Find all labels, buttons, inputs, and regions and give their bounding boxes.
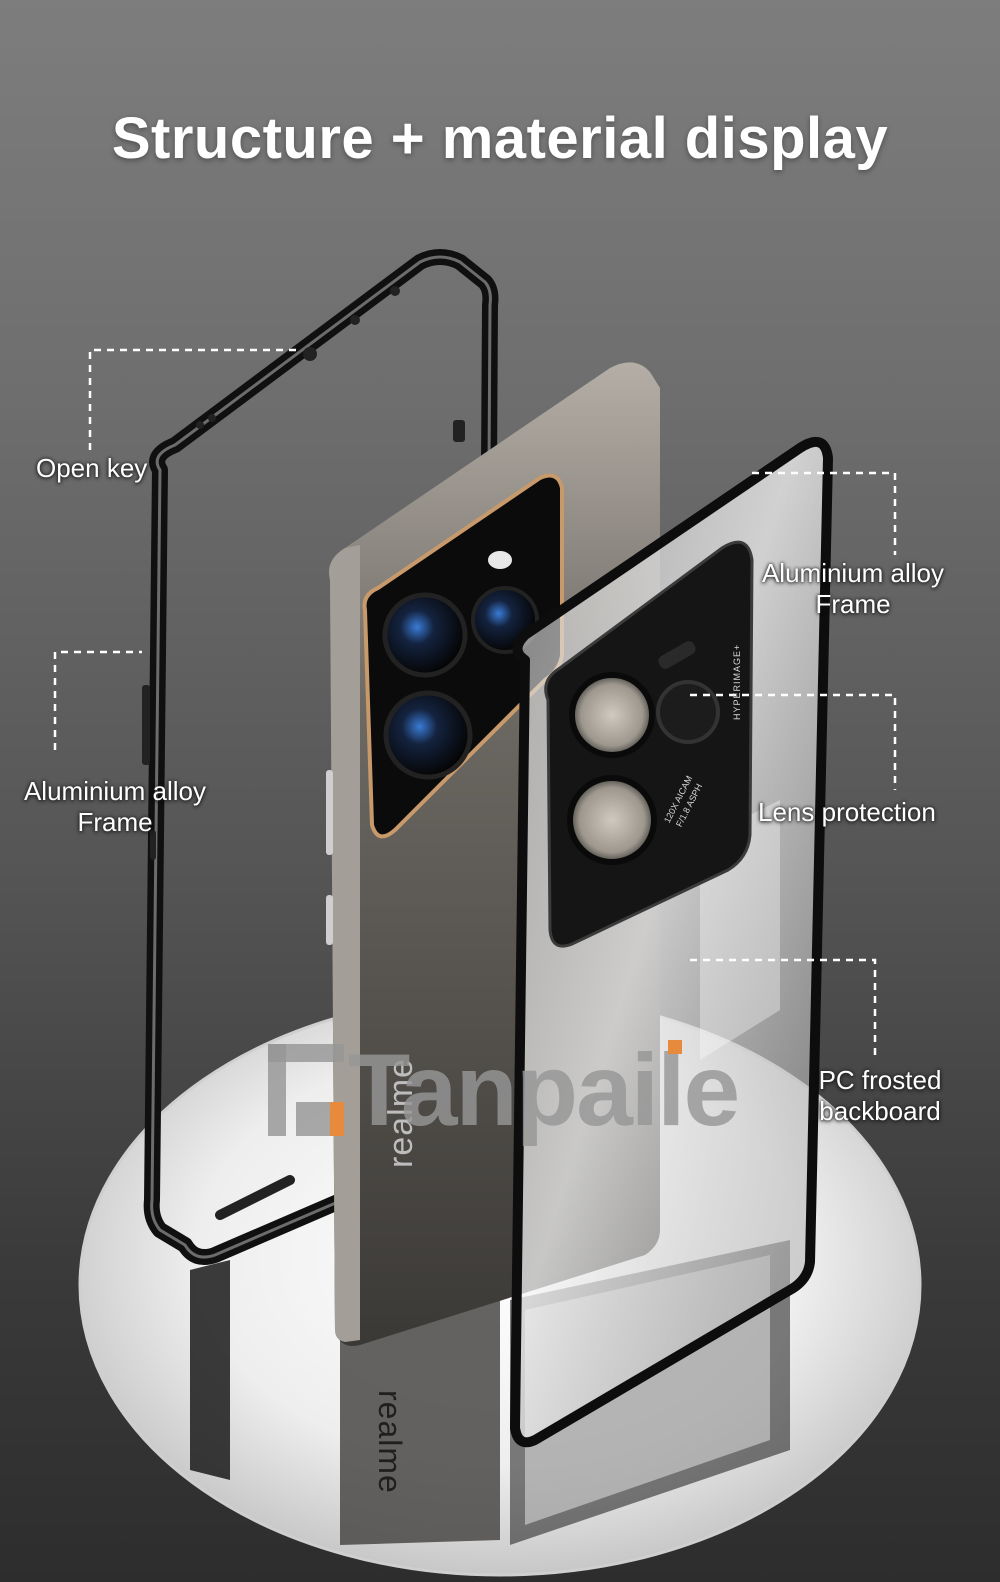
brand-watermark: Tanpaile [268, 1030, 788, 1150]
callout-frame-right-line2: Frame [815, 589, 891, 619]
callout-lines [53, 348, 897, 1060]
callout-lens-protection-text: Lens protection [758, 797, 936, 827]
lens-side-text: HYPERIMAGE+ [732, 643, 742, 720]
callout-frame-right: Aluminium alloy Frame [752, 558, 954, 620]
phone-brand-reflection: realme [372, 1390, 408, 1494]
callout-open-key-text: Open key [36, 453, 148, 483]
callout-frame-left-line1: Aluminium alloy [23, 776, 207, 806]
callout-backboard: PC frosted backboard [810, 1065, 950, 1127]
callout-lens-protection: Lens protection [758, 797, 936, 828]
callout-frame-left: Aluminium alloy Frame [14, 776, 216, 838]
callout-backboard-line2: backboard [819, 1096, 941, 1126]
callout-backboard-line1: PC frosted [818, 1065, 942, 1095]
page-title: Structure + material display [111, 106, 889, 171]
watermark-accent [668, 1040, 682, 1054]
callout-frame-left-line2: Frame [77, 807, 153, 837]
callout-frame-right-line1: Aluminium alloy [761, 558, 945, 588]
watermark-logo-mark [268, 1044, 344, 1136]
callout-open-key: Open key [36, 453, 147, 484]
pc-frosted-backboard [510, 436, 833, 1448]
